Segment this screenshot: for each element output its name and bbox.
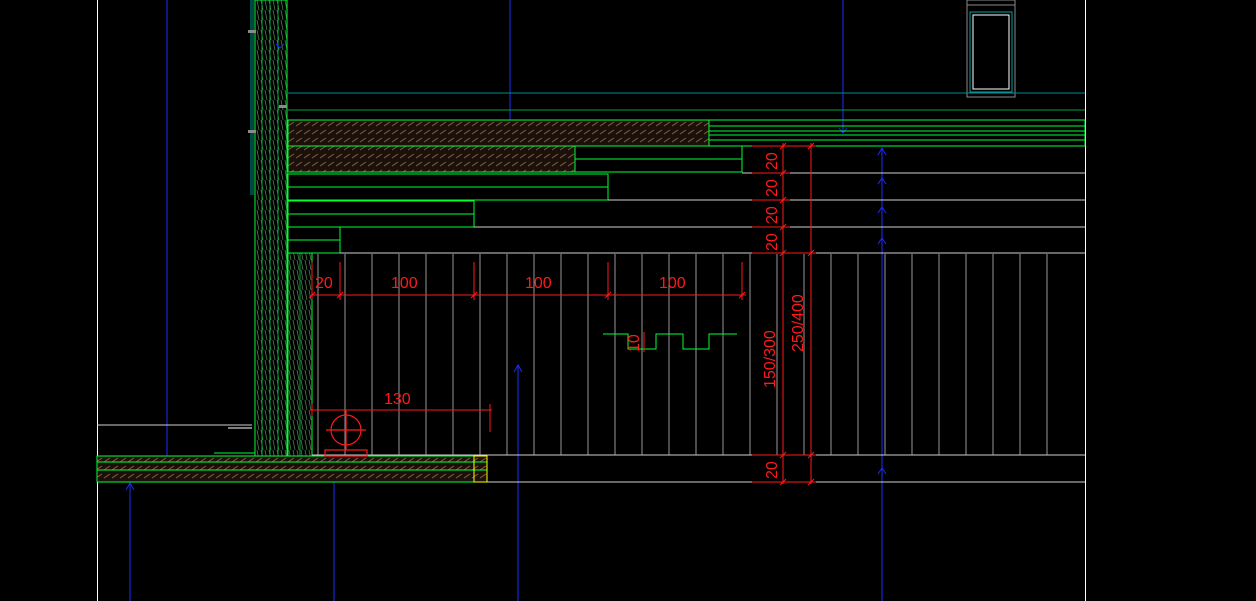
dim-right-4: 20 — [764, 233, 781, 251]
blue-axis-lines — [129, 0, 883, 601]
dim-h-4: 100 — [659, 275, 686, 292]
wall-section — [248, 0, 313, 457]
bottom-slab — [96, 427, 488, 483]
floor-white-lines — [97, 172, 1085, 483]
floor-layers — [287, 92, 1086, 254]
pipe-symbol — [324, 410, 368, 457]
window-section — [966, 0, 1016, 98]
joist-slats — [317, 254, 1048, 455]
dim-span-upper: 250/400 — [790, 294, 807, 352]
dim-span-lower: 150/300 — [762, 330, 779, 388]
drawing-frame — [97, 0, 1086, 601]
dim-right-3: 20 — [764, 206, 781, 224]
dim-right-2: 20 — [764, 179, 781, 197]
dim-h-1: 20 — [315, 275, 333, 292]
dimension-texts: 20 100 100 100 130 10 20 20 20 20 150/30… — [315, 152, 807, 479]
dim-bottom: 20 — [764, 461, 781, 479]
dim-h-3: 100 — [525, 275, 552, 292]
dim-h-2: 100 — [391, 275, 418, 292]
dim-pipe-offset: 130 — [384, 391, 411, 408]
notch-profile — [603, 333, 737, 350]
dim-notch-depth: 10 — [626, 334, 643, 352]
dim-right-1: 20 — [764, 152, 781, 170]
dimension-lines — [308, 142, 816, 486]
